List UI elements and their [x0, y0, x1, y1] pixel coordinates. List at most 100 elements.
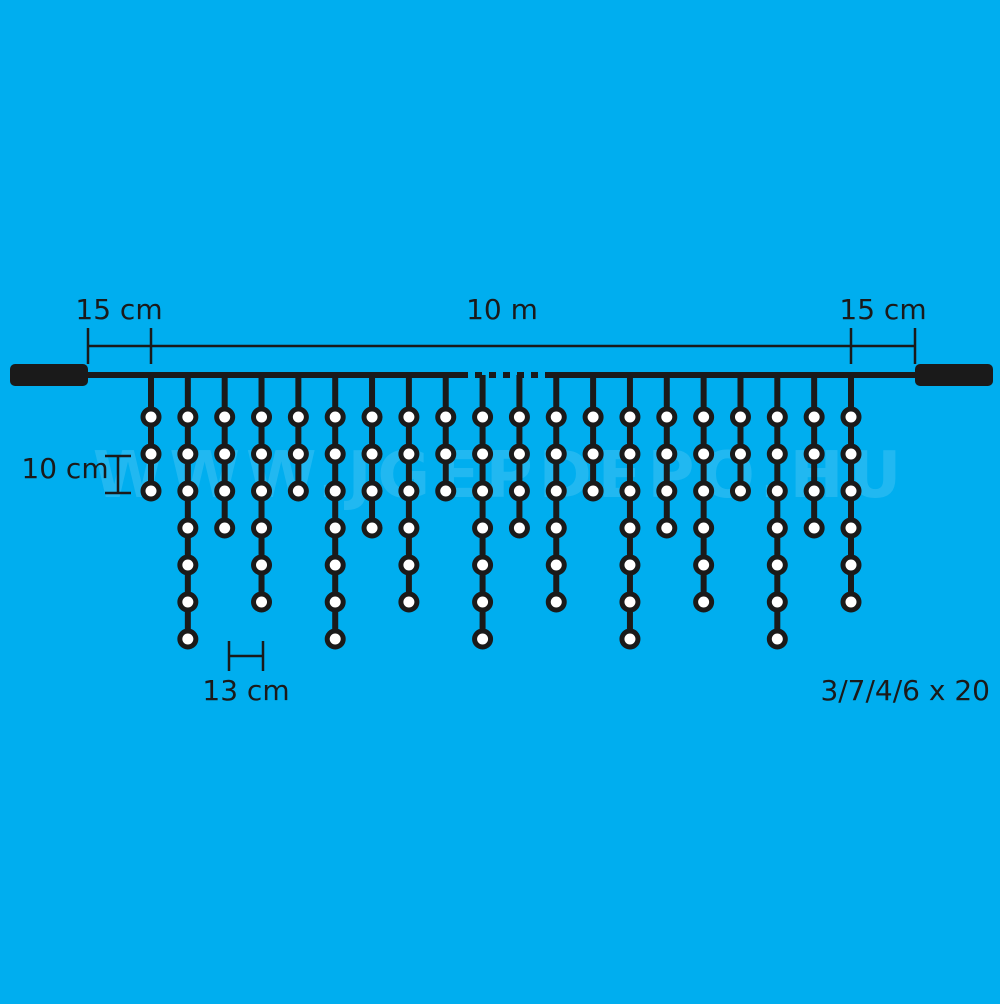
strand — [435, 375, 457, 502]
led-bulb-icon — [766, 480, 788, 502]
led-bulb-icon — [693, 554, 715, 576]
led-bulb-icon — [398, 443, 420, 465]
led-bulb-icon — [398, 591, 420, 613]
led-bulb-icon — [619, 517, 641, 539]
led-spacing-dimension — [105, 454, 131, 495]
led-bulb-icon — [324, 591, 346, 613]
strand — [177, 375, 199, 650]
strand — [324, 375, 346, 650]
led-bulb-icon — [803, 406, 825, 428]
led-bulb-icon — [619, 406, 641, 428]
led-spacing-label: 10 cm — [21, 452, 108, 485]
strand — [693, 375, 715, 613]
led-bulb-icon — [324, 628, 346, 650]
strand — [472, 375, 494, 650]
led-bulb-icon — [656, 480, 678, 502]
led-bulb-icon — [361, 406, 383, 428]
led-bulb-icon — [324, 406, 346, 428]
led-bulb-icon — [803, 517, 825, 539]
led-bulb-icon — [140, 480, 162, 502]
led-bulb-icon — [545, 406, 567, 428]
led-bulb-icon — [398, 480, 420, 502]
led-bulb-icon — [729, 480, 751, 502]
led-bulb-icon — [545, 517, 567, 539]
led-bulb-icon — [287, 480, 309, 502]
led-bulb-icon — [324, 517, 346, 539]
strand — [656, 375, 678, 539]
led-bulb-icon — [435, 406, 457, 428]
right-lead-label: 15 cm — [839, 293, 926, 326]
led-bulb-icon — [766, 443, 788, 465]
led-bulb-icon — [324, 480, 346, 502]
led-bulb-icon — [766, 517, 788, 539]
led-bulb-icon — [177, 406, 199, 428]
plug-end-icon — [915, 364, 993, 386]
strand — [619, 375, 641, 650]
led-bulb-icon — [508, 517, 530, 539]
led-bulb-icon — [177, 443, 199, 465]
strand — [398, 375, 420, 613]
strand — [803, 375, 825, 539]
led-bulb-icon — [177, 480, 199, 502]
led-bulb-icon — [251, 554, 273, 576]
led-bulb-icon — [472, 443, 494, 465]
strand — [214, 375, 236, 539]
led-bulb-icon — [177, 628, 199, 650]
plug-end-icon — [10, 364, 88, 386]
led-bulb-icon — [656, 443, 678, 465]
strand — [140, 375, 162, 502]
strand — [251, 375, 273, 613]
led-bulb-icon — [324, 443, 346, 465]
strand-spacing-label: 13 cm — [202, 674, 289, 707]
led-bulb-icon — [361, 517, 383, 539]
led-bulb-icon — [840, 480, 862, 502]
led-bulb-icon — [508, 443, 530, 465]
led-bulb-icon — [693, 591, 715, 613]
led-bulb-icon — [214, 443, 236, 465]
led-bulb-icon — [251, 591, 273, 613]
led-bulb-icon — [656, 517, 678, 539]
led-bulb-icon — [398, 554, 420, 576]
left-lead-label: 15 cm — [75, 293, 162, 326]
led-bulb-icon — [214, 480, 236, 502]
led-bulb-icon — [251, 480, 273, 502]
led-bulb-icon — [656, 406, 678, 428]
led-bulb-icon — [619, 628, 641, 650]
led-bulb-icon — [472, 628, 494, 650]
led-bulb-icon — [729, 443, 751, 465]
led-bulb-icon — [508, 406, 530, 428]
led-bulb-icon — [766, 406, 788, 428]
led-bulb-icon — [840, 591, 862, 613]
strand — [361, 375, 383, 539]
led-bulb-icon — [398, 406, 420, 428]
led-bulb-icon — [619, 554, 641, 576]
led-bulb-icon — [177, 591, 199, 613]
led-bulb-icon — [214, 517, 236, 539]
led-bulb-icon — [693, 443, 715, 465]
led-bulb-icon — [435, 443, 457, 465]
led-bulb-icon — [177, 554, 199, 576]
led-bulb-icon — [693, 406, 715, 428]
strand-spacing-dimension — [227, 641, 265, 671]
led-bulb-icon — [582, 443, 604, 465]
pattern-label: 3/7/4/6 x 20 — [820, 674, 990, 707]
led-bulb-icon — [361, 443, 383, 465]
led-bulb-icon — [619, 443, 641, 465]
led-bulb-icon — [472, 517, 494, 539]
led-bulb-icon — [545, 591, 567, 613]
led-bulb-icon — [140, 406, 162, 428]
led-bulb-icon — [287, 443, 309, 465]
led-bulb-icon — [619, 591, 641, 613]
led-bulb-icon — [545, 480, 567, 502]
led-bulb-icon — [840, 443, 862, 465]
strand — [508, 375, 530, 539]
led-bulb-icon — [398, 517, 420, 539]
led-bulb-icon — [140, 443, 162, 465]
strand — [729, 375, 751, 502]
led-bulb-icon — [177, 517, 199, 539]
led-bulb-icon — [729, 406, 751, 428]
led-bulb-icon — [472, 554, 494, 576]
main-length-label: 10 m — [466, 293, 538, 326]
led-bulb-icon — [324, 554, 346, 576]
strand — [545, 375, 567, 613]
